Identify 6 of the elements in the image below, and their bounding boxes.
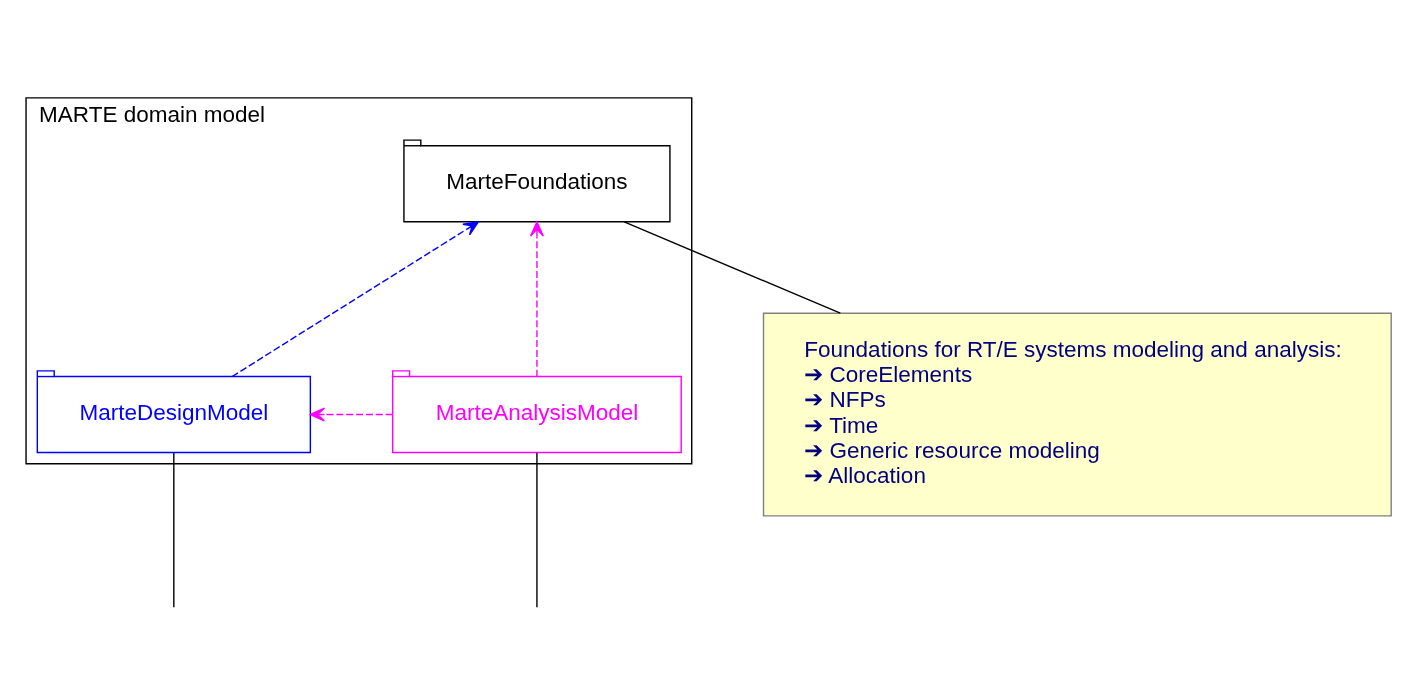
connector <box>173 452 175 608</box>
node-box: Foundations for RT/E systems modeling and analysis: ➔ CoreElements ➔ NFPs ➔ Time ➔ Generic resource modeling ➔ Allocation <box>762 312 1392 517</box>
connector <box>623 221 842 314</box>
arrow <box>309 407 394 422</box>
arrow <box>529 221 544 378</box>
connector <box>536 452 538 608</box>
